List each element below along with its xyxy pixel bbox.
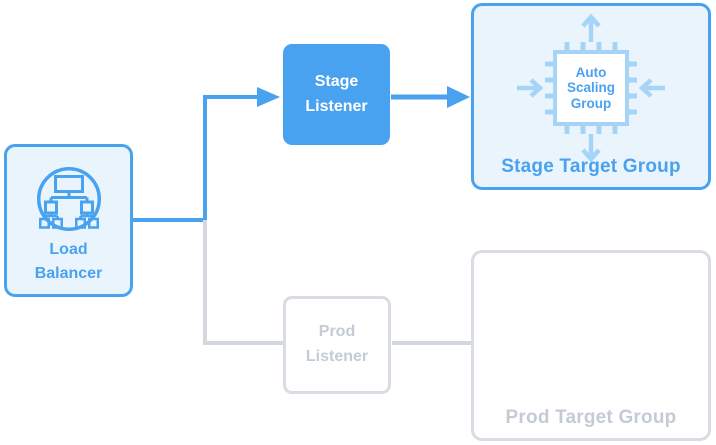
prod-target-group-label: Prod Target Group (505, 407, 677, 428)
stage-listener-label: Stage Listener (305, 72, 368, 115)
load-balancer-label: Load Balancer (34, 241, 103, 282)
arrowhead-into-stage-listener (257, 87, 280, 107)
auto-scaling-group-label: Auto Scaling Group (566, 65, 615, 111)
scale-in-left-arrow-icon (517, 78, 544, 98)
auto-scaling-chip-icon (517, 13, 665, 163)
edge-load-balancer-to-prod-listener (203, 220, 283, 345)
scale-in-right-arrow-icon (638, 78, 665, 98)
node-prod-target-group: Prod Target Group (471, 250, 711, 441)
node-stage-listener: Stage Listener (283, 44, 390, 145)
stage-target-group-label: Stage Target Group (501, 156, 681, 177)
scale-down-arrow-icon (581, 134, 601, 163)
scale-up-arrow-icon (581, 13, 601, 42)
edge-load-balancer-to-stage-listener (133, 95, 258, 222)
node-stage-target-group: Auto Scaling Group Stage Target Group (471, 3, 711, 190)
prod-listener-label: Prod Listener (305, 323, 369, 365)
node-load-balancer: Load Balancer (4, 144, 133, 297)
node-prod-listener: Prod Listener (283, 296, 391, 394)
load-balancer-icon (36, 167, 101, 231)
arrowhead-into-stage-target-group (447, 86, 470, 108)
auto-scaling-group-graphic: Auto Scaling Group (503, 12, 679, 164)
